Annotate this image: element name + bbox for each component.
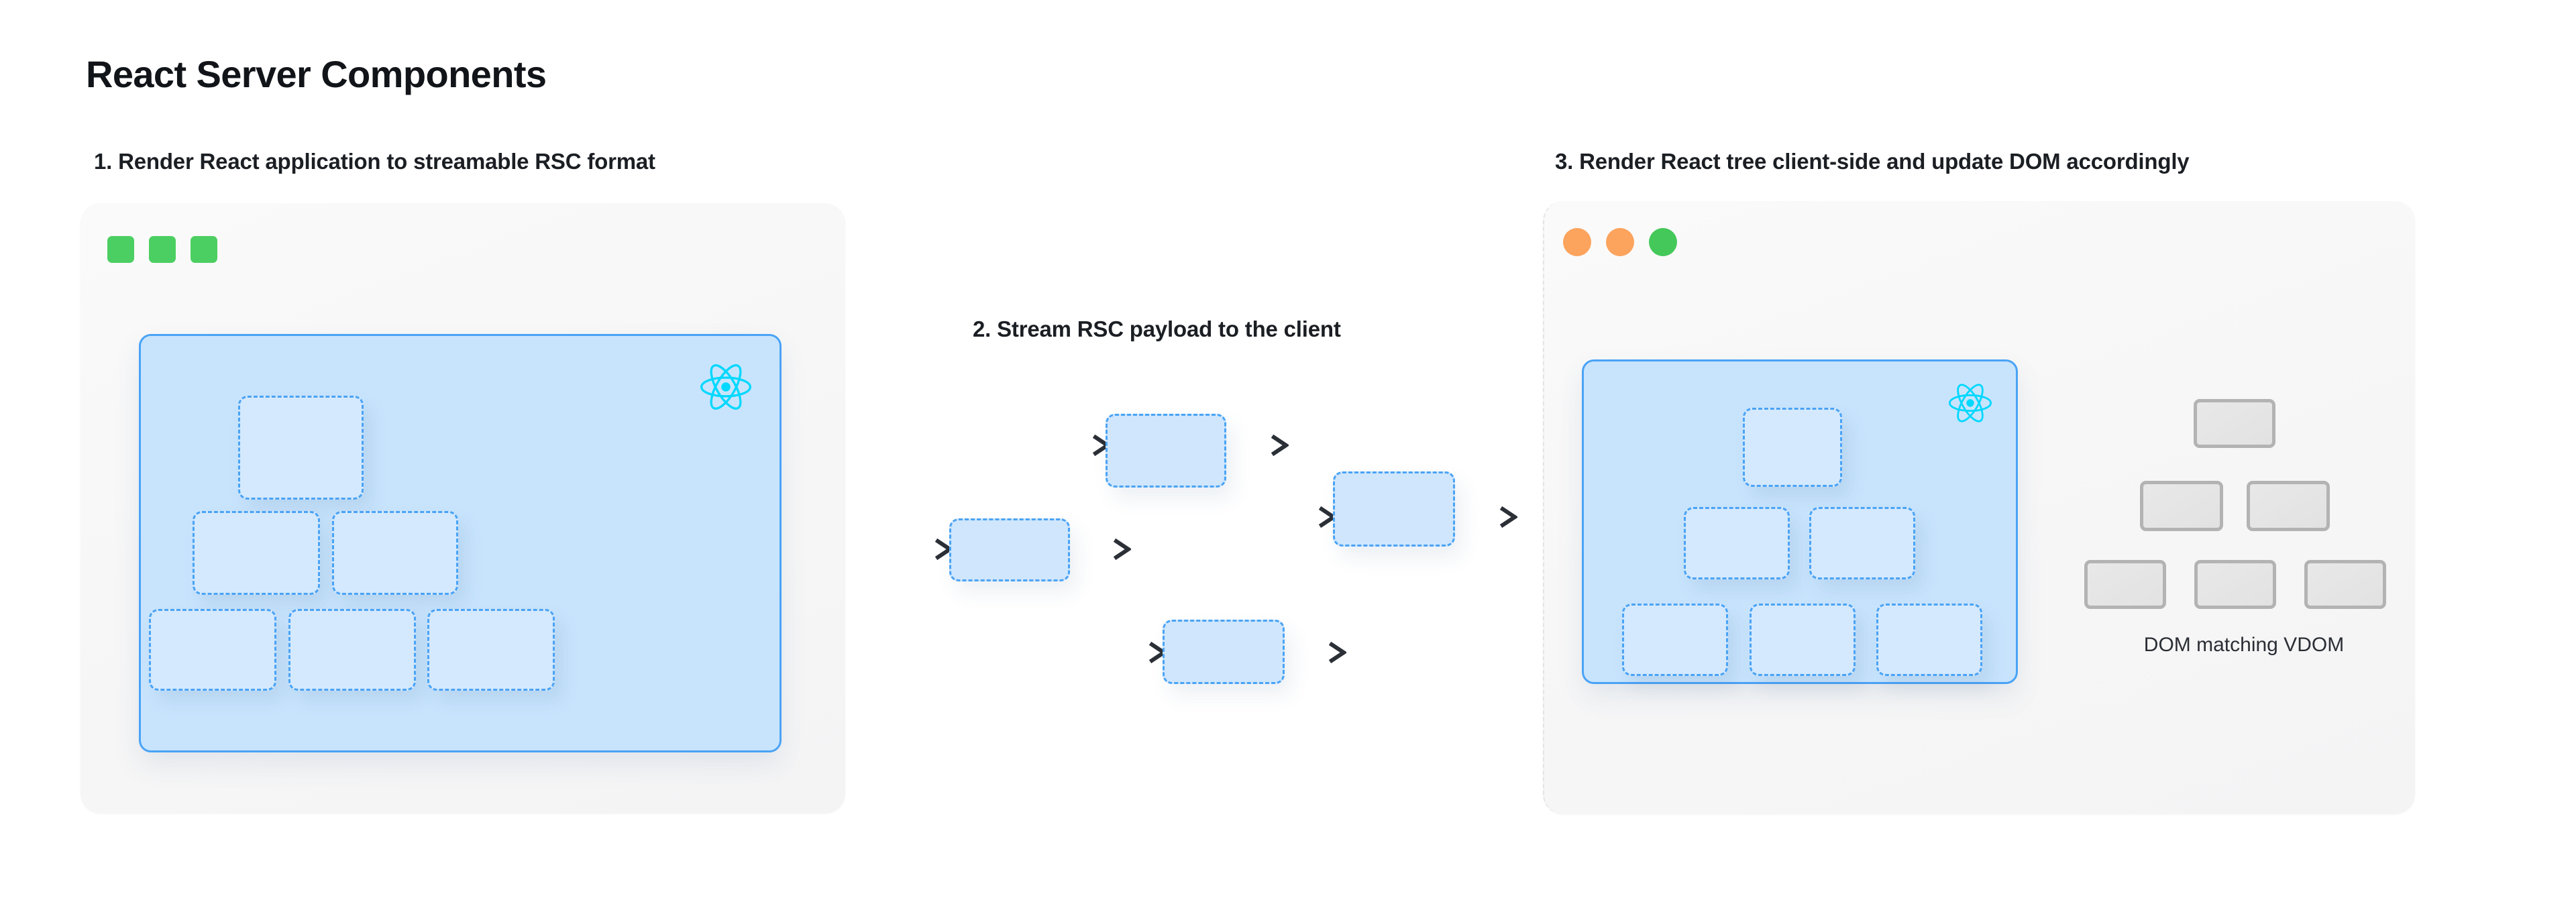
react-atom-icon	[1949, 384, 1992, 422]
server-tree-node	[193, 511, 320, 595]
dom-node	[2140, 481, 2223, 531]
dom-node	[2247, 481, 2330, 531]
arrow-out-of-chunk-1	[1068, 538, 1131, 561]
dom-node	[2304, 560, 2386, 609]
client-tree-node	[1876, 604, 1982, 676]
step-2-caption: 2. Stream RSC payload to the client	[973, 317, 1341, 341]
dom-node	[2194, 560, 2276, 609]
client-window-dots	[1563, 228, 1677, 256]
step-3-caption: 3. Render React tree client-side and upd…	[1555, 149, 2190, 174]
dot-circle-green-3	[1649, 228, 1677, 256]
dom-matching-vdom-label: DOM matching VDOM	[2143, 634, 2345, 656]
arrow-into-chunk-4	[1272, 506, 1336, 528]
dot-square-green-3	[191, 236, 217, 263]
react-atom-icon	[700, 364, 751, 410]
dot-square-green-2	[149, 236, 176, 263]
step-1-caption: 1. Render React application to streamabl…	[94, 149, 655, 174]
client-tree-node	[1684, 507, 1790, 579]
arrow-into-chunk-2	[1022, 434, 1110, 457]
server-tree-node	[332, 511, 458, 595]
dot-square-green-1	[107, 236, 134, 263]
client-tree-node	[1750, 604, 1856, 676]
server-tree-node	[288, 609, 416, 691]
dom-node	[2194, 399, 2275, 448]
arrow-out-of-chunk-2	[1224, 434, 1289, 457]
page-title: React Server Components	[86, 53, 547, 95]
arrow-into-chunk-3	[1108, 641, 1167, 664]
client-tree-node	[1809, 507, 1915, 579]
stream-chunk	[1333, 471, 1455, 547]
dot-circle-orange-2	[1606, 228, 1634, 256]
stream-chunk	[949, 518, 1070, 581]
stream-chunk	[1163, 620, 1285, 684]
client-tree-node	[1622, 604, 1728, 676]
arrow-into-chunk-1	[892, 538, 953, 561]
arrow-out-of-chunk-4	[1453, 506, 1517, 528]
server-tree-node	[149, 609, 276, 691]
server-tree-node	[427, 609, 555, 691]
server-tree-node	[238, 396, 364, 500]
dot-circle-orange-1	[1563, 228, 1591, 256]
stream-chunk	[1106, 414, 1226, 488]
client-tree-node	[1743, 408, 1842, 487]
dom-node	[2084, 560, 2166, 609]
arrow-out-of-chunk-3	[1283, 641, 1346, 664]
server-window-dots	[107, 236, 217, 263]
